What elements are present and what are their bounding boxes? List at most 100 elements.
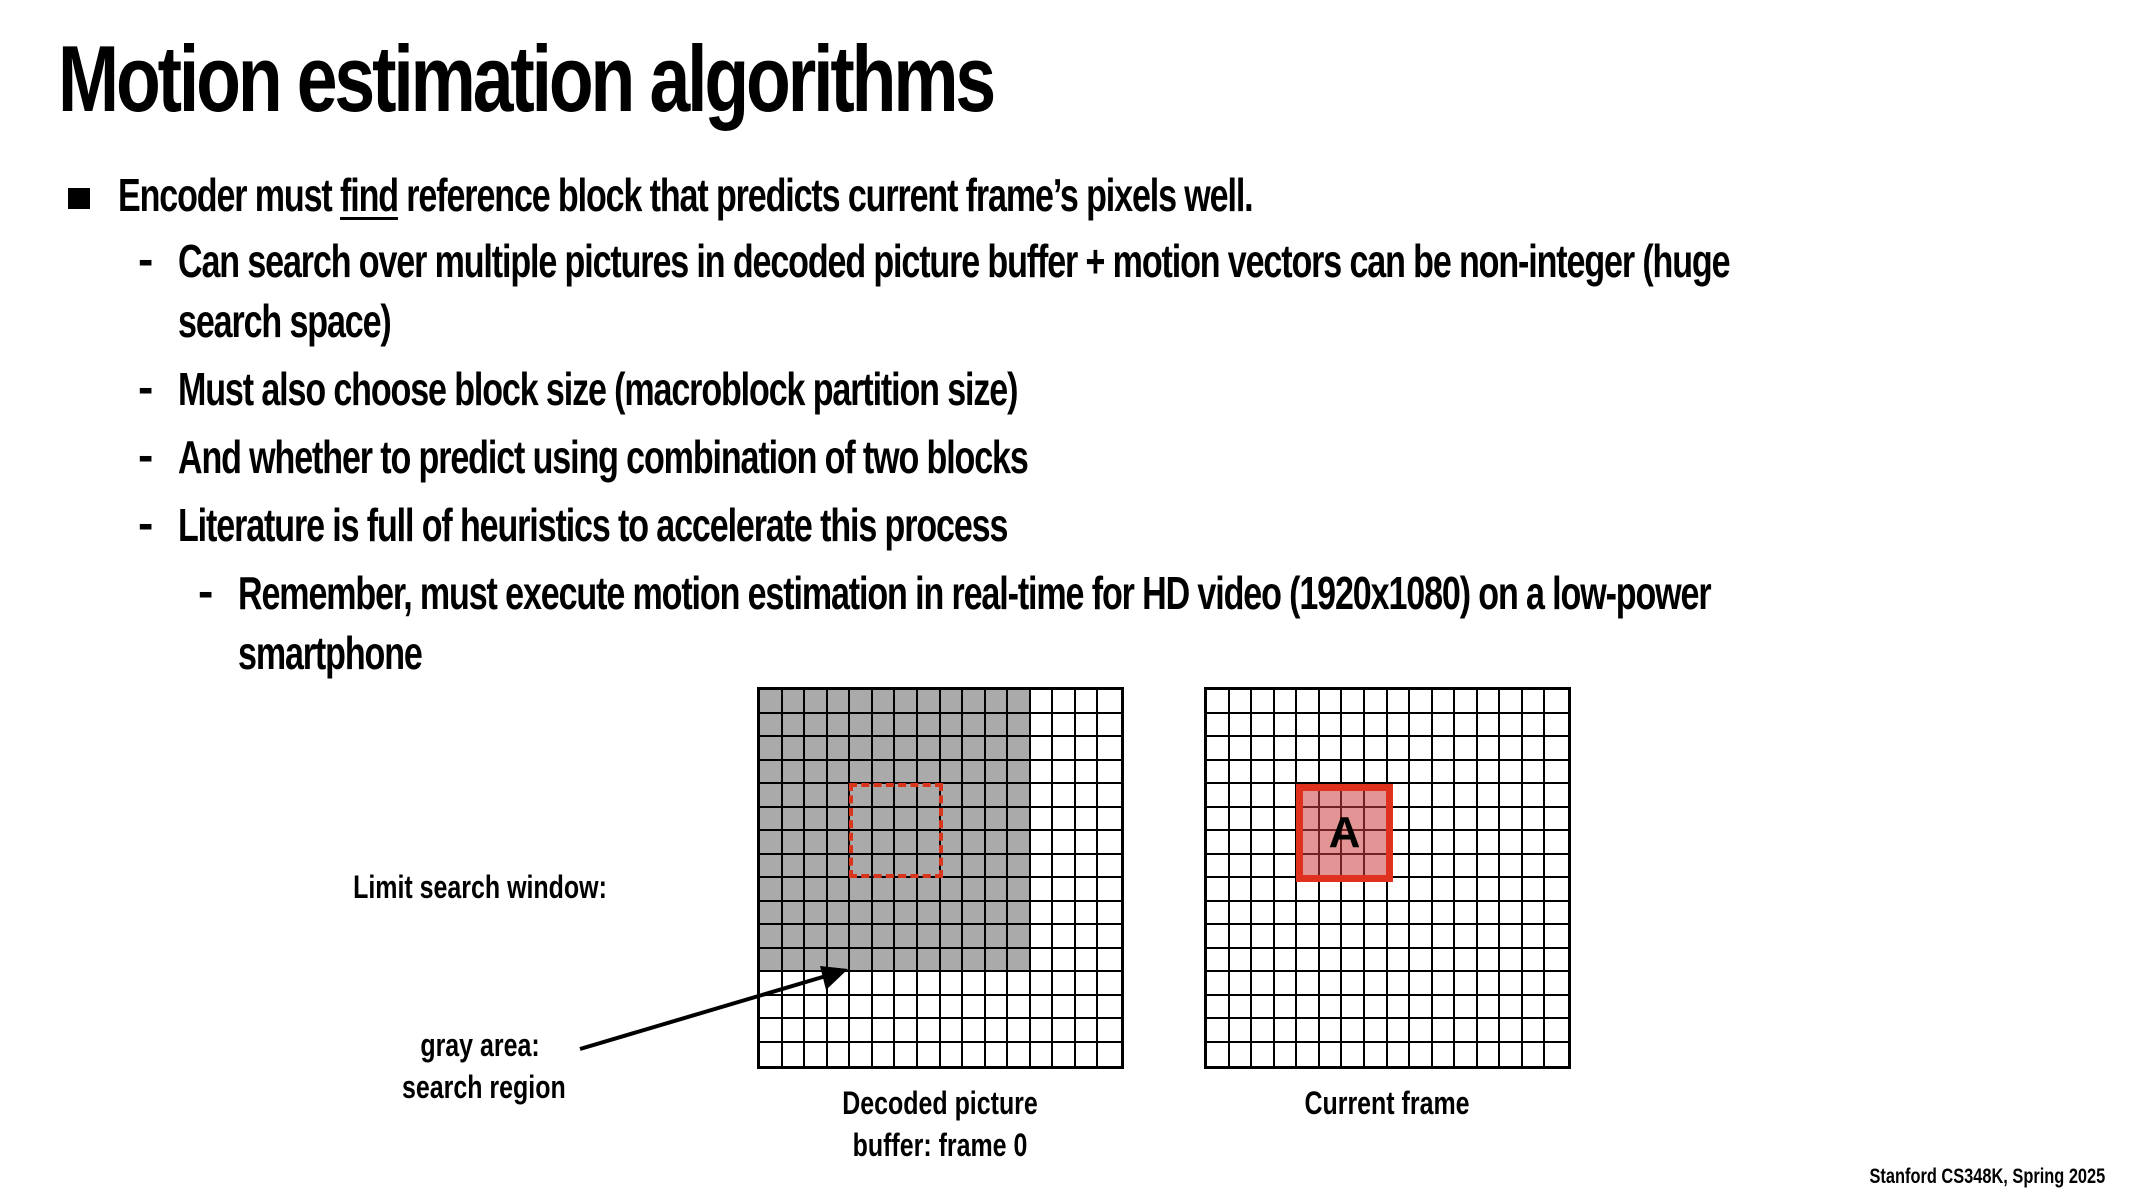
grid-cell — [1229, 737, 1253, 761]
grid-cell — [1207, 784, 1230, 808]
grid-cell — [1252, 948, 1275, 972]
grid-cell — [1432, 995, 1456, 1019]
grid-cell — [1477, 878, 1501, 902]
grid-cell — [985, 760, 1009, 784]
grid-cell — [872, 1042, 896, 1066]
grid-cell — [1545, 901, 1568, 925]
grid-cell — [1207, 878, 1230, 902]
grid-cell — [1342, 995, 1365, 1019]
grid-cell — [1410, 784, 1433, 808]
grid-cell — [895, 1019, 918, 1043]
grid-cell — [1252, 972, 1275, 996]
grid-cell — [1455, 1042, 1478, 1066]
grid-cell — [1432, 760, 1456, 784]
grid-cell — [1410, 901, 1433, 925]
grid-cell — [805, 831, 828, 855]
bullet-4: And whether to predict using combination… — [178, 431, 1029, 483]
grid-cell — [917, 1019, 941, 1043]
grid-cell — [1319, 1019, 1343, 1043]
grid-cell — [1387, 784, 1411, 808]
grid-cell — [850, 972, 873, 996]
grid-cell — [1008, 901, 1031, 925]
grid-cell — [1387, 854, 1411, 878]
grid-cell — [1319, 878, 1343, 902]
grid-cell — [850, 878, 873, 902]
bullet-6-line-1: Remember, must execute motion estimation… — [238, 567, 1712, 619]
grid-cell — [1455, 995, 1478, 1019]
bullet-1: Encoder must find reference block that p… — [118, 168, 1254, 222]
grid-cell — [1207, 995, 1230, 1019]
grid-cell — [985, 972, 1009, 996]
grid-cell — [1053, 972, 1076, 996]
grid-cell — [1053, 854, 1076, 878]
grid-cell — [1500, 1042, 1523, 1066]
grid-cell — [940, 690, 964, 714]
grid-cell — [1229, 995, 1253, 1019]
grid-cell — [850, 713, 873, 737]
grid-cell — [850, 1019, 873, 1043]
grid-cell — [1274, 690, 1298, 714]
grid-cell — [872, 784, 896, 808]
grid-cell — [895, 901, 918, 925]
grid-cell — [1387, 972, 1411, 996]
grid-cell — [1455, 854, 1478, 878]
grid-cell — [1545, 972, 1568, 996]
grid-cell — [1008, 784, 1031, 808]
grid-cell — [827, 760, 851, 784]
grid-cell — [1229, 878, 1253, 902]
grid-cell — [1410, 831, 1433, 855]
grid-cell — [1545, 807, 1568, 831]
grid-cell — [1053, 737, 1076, 761]
grid-cell — [1207, 854, 1230, 878]
gray-area-annotation-line-2: search region — [402, 1069, 566, 1105]
grid-cell — [805, 925, 828, 949]
grid-cell — [1387, 925, 1411, 949]
grid-cell — [1008, 1019, 1031, 1043]
grid-cell — [1522, 854, 1546, 878]
grid-cell — [1098, 737, 1121, 761]
grid-cell — [805, 948, 828, 972]
grid-cell — [1207, 713, 1230, 737]
grid-cell — [1387, 948, 1411, 972]
grid-cell — [782, 737, 806, 761]
grid-cell — [1297, 713, 1320, 737]
grid-cell — [1229, 948, 1253, 972]
grid-cell — [1207, 807, 1230, 831]
grid-cell — [940, 1042, 964, 1066]
grid-cell — [805, 737, 828, 761]
current-frame-grid — [1204, 687, 1571, 1069]
grid-cell — [940, 760, 964, 784]
grid-cell — [1297, 690, 1320, 714]
slide-title: Motion estimation algorithms — [58, 26, 996, 131]
grid-cell — [760, 995, 783, 1019]
dash-bullet-icon: - — [138, 361, 154, 413]
grid-cell — [805, 878, 828, 902]
grid-cell — [895, 831, 918, 855]
grid-cell — [850, 925, 873, 949]
grid-cell — [1252, 1042, 1275, 1066]
grid-cell — [1455, 948, 1478, 972]
grid-cell — [1098, 1042, 1121, 1066]
grid-cell — [1207, 831, 1230, 855]
grid-cell — [1455, 737, 1478, 761]
grid-cell — [1455, 831, 1478, 855]
grid-cell — [872, 972, 896, 996]
grid-cell — [1075, 1019, 1099, 1043]
grid-cell — [1075, 784, 1099, 808]
grid-cell — [1053, 878, 1076, 902]
grid-cell — [1098, 948, 1121, 972]
dash-bullet-icon: - — [138, 429, 154, 481]
grid-cell — [1545, 1019, 1568, 1043]
grid-cell — [1008, 1042, 1031, 1066]
grid-cell — [1098, 713, 1121, 737]
grid-cell — [1252, 901, 1275, 925]
grid-cell — [850, 948, 873, 972]
grid-cell — [940, 925, 964, 949]
grid-cell — [782, 948, 806, 972]
grid-cell — [1030, 972, 1054, 996]
grid-cell — [1387, 995, 1411, 1019]
grid-cell — [1319, 925, 1343, 949]
grid-cell — [1387, 831, 1411, 855]
grid-cell — [760, 713, 783, 737]
